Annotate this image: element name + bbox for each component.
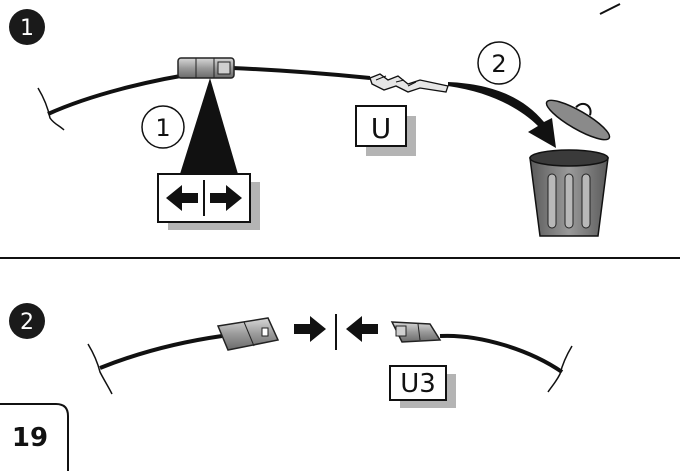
discard-arrow	[448, 82, 556, 148]
part-label-u3: U3	[389, 365, 456, 408]
step-1-panel: 1 1	[9, 9, 611, 237]
cable-2-right	[439, 333, 564, 374]
trash-can-icon	[529, 99, 611, 237]
cable-2-cut-end-left	[87, 343, 113, 395]
callout-1-number: 1	[155, 114, 170, 142]
part-label-u: U	[355, 105, 416, 156]
step-2-badge: 2	[9, 303, 45, 339]
corner-mark	[599, 3, 621, 15]
part-label-u-text: U	[371, 112, 392, 145]
connect-arrows-icon	[294, 314, 378, 350]
connector-male-icon	[216, 317, 280, 351]
step-1-badge: 1	[9, 9, 45, 45]
disconnect-arrows-icon	[157, 173, 260, 230]
cable-2-left	[99, 334, 223, 370]
page-number-tab: 19	[0, 403, 69, 471]
step-2-badge-number: 2	[20, 310, 34, 335]
cable-cut-end-left	[37, 87, 65, 131]
terminal-icon	[369, 73, 449, 93]
step-1-callout-2: 2	[477, 41, 521, 85]
connector-female-icon	[390, 321, 442, 343]
cable-2-cut-end-right	[547, 345, 573, 393]
page-number: 19	[12, 423, 48, 453]
cable-middle	[231, 66, 371, 80]
callout-2-number: 2	[491, 50, 506, 78]
step-2-panel: 2 U3	[9, 303, 573, 408]
step-1-callout-1: 1	[141, 105, 185, 149]
part-label-u3-text: U3	[400, 369, 436, 399]
pointer-triangle	[180, 78, 238, 174]
connector-icon	[177, 57, 235, 79]
step-1-badge-number: 1	[20, 16, 34, 41]
